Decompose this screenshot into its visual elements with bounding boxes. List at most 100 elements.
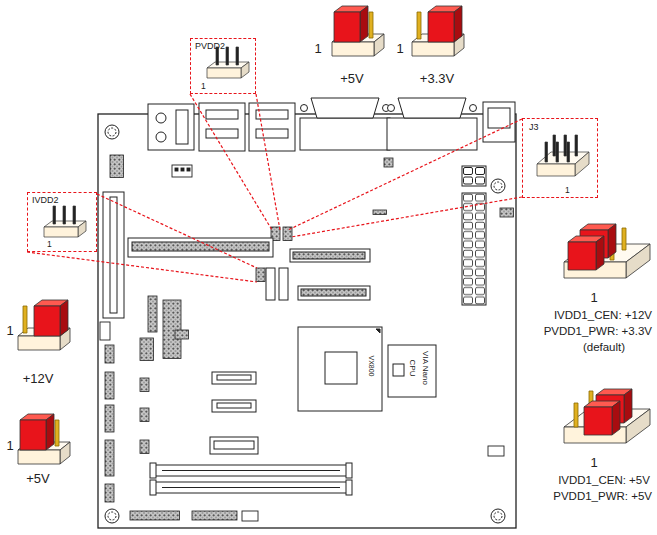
- pin-header: [105, 372, 114, 399]
- io-panel: [156, 113, 166, 123]
- pin-header: [500, 208, 514, 217]
- io-panel: [483, 102, 515, 142]
- jumper-name: PVDD2: [195, 42, 225, 51]
- sata-connector: [217, 375, 251, 380]
- pin-header: [105, 345, 114, 363]
- jumper-picture: [564, 224, 650, 278]
- io-panel: [199, 103, 245, 151]
- memory-slot: [162, 487, 340, 488]
- voltage-label: +12V: [23, 372, 54, 385]
- ide-connector: [279, 268, 288, 300]
- memory-slot: [150, 480, 156, 495]
- chipset: [298, 327, 382, 411]
- memory-slot: [162, 470, 340, 471]
- fan-header: [488, 446, 504, 456]
- chipset: [325, 352, 357, 384]
- jumper-name: IVDD2: [32, 196, 59, 205]
- fan-header: [100, 322, 110, 340]
- leader-line: [27, 252, 257, 282]
- pin-number: 1: [314, 42, 321, 55]
- power-connector: [476, 177, 485, 184]
- leader-line: [288, 119, 522, 230]
- voltage-label: +5V: [26, 472, 50, 485]
- pin-header: [130, 511, 180, 520]
- pin-number: 1: [6, 439, 13, 452]
- sata-connector: [214, 441, 254, 449]
- ide-connector: [132, 242, 269, 251]
- pin-header: [140, 338, 154, 361]
- board-outline: [98, 114, 516, 528]
- setting-label: (default): [583, 342, 625, 354]
- pin-header: [384, 158, 393, 167]
- ide-connector: [293, 252, 365, 259]
- io-panel: [387, 118, 477, 150]
- power-connector: [464, 177, 473, 184]
- jumper-picture: [564, 389, 650, 443]
- pin-header: [105, 440, 114, 476]
- jumper-picture: [207, 47, 249, 78]
- power-connector: [462, 166, 486, 305]
- io-panel: [256, 110, 288, 119]
- mounting-hole: [108, 512, 116, 520]
- io-panel: [148, 104, 194, 150]
- pin-header: [140, 440, 149, 454]
- fan-header: [175, 168, 178, 171]
- jumper-picture: [18, 300, 70, 350]
- memory-slot: [154, 465, 348, 476]
- power-connector: [462, 166, 486, 186]
- pin-number: 1: [590, 456, 597, 469]
- fan-header: [172, 165, 192, 177]
- leader-line: [97, 194, 257, 268]
- pin-number: 1: [590, 291, 597, 304]
- jumper-name: J3: [529, 123, 539, 132]
- expansion-slot: [103, 192, 124, 318]
- pin-header: [140, 378, 149, 392]
- chip-marking: VX800: [368, 355, 375, 376]
- io-panel: [249, 103, 295, 151]
- io-panel: [398, 98, 466, 118]
- cpu: [388, 345, 436, 397]
- pin-number: 1: [6, 324, 13, 337]
- pin-number: 1: [201, 82, 206, 91]
- fan-header: [100, 165, 504, 521]
- ide-connector: [301, 289, 366, 296]
- pin-header: [105, 405, 114, 432]
- cpu: [393, 364, 404, 376]
- sata-connector: [210, 437, 258, 454]
- io-panel: [388, 105, 395, 112]
- jumper-picture: [412, 6, 464, 56]
- mounting-hole: [105, 125, 119, 139]
- fan-header: [181, 168, 184, 171]
- pin-number: 1: [47, 240, 52, 249]
- chip-marking: CPU: [408, 360, 416, 377]
- mounting-hole: [494, 512, 502, 520]
- fan-header: [187, 168, 190, 171]
- pin-header: [373, 210, 387, 215]
- jumper-picture: [332, 6, 384, 56]
- sata-connector: [212, 400, 256, 412]
- ide-connector: [128, 238, 370, 300]
- io-panel: [300, 118, 390, 150]
- board-outline: [98, 114, 516, 528]
- mounting-hole: [105, 509, 119, 523]
- io-panel: [148, 98, 515, 151]
- expansion-slot: [110, 197, 117, 313]
- io-panel: [256, 129, 288, 138]
- cpu: [388, 345, 436, 397]
- ide-connector: [266, 268, 275, 300]
- sata-connector: [217, 403, 251, 408]
- memory-slot: [346, 480, 352, 495]
- power-connector: [464, 168, 473, 175]
- pin-header: [105, 155, 514, 520]
- pin-header: [148, 296, 157, 332]
- callout-box: PVDD2 1: [190, 38, 256, 94]
- callout-box: J31: [522, 118, 598, 198]
- memory-slot: [150, 463, 156, 478]
- leader-line: [291, 197, 522, 237]
- setting-label: PVDD1_PWR: +5V: [553, 491, 652, 503]
- chip-marking: VIA Nano: [421, 351, 429, 385]
- pin-header: [105, 484, 114, 502]
- pin-header: [140, 408, 149, 422]
- mounting-hole: [491, 509, 505, 523]
